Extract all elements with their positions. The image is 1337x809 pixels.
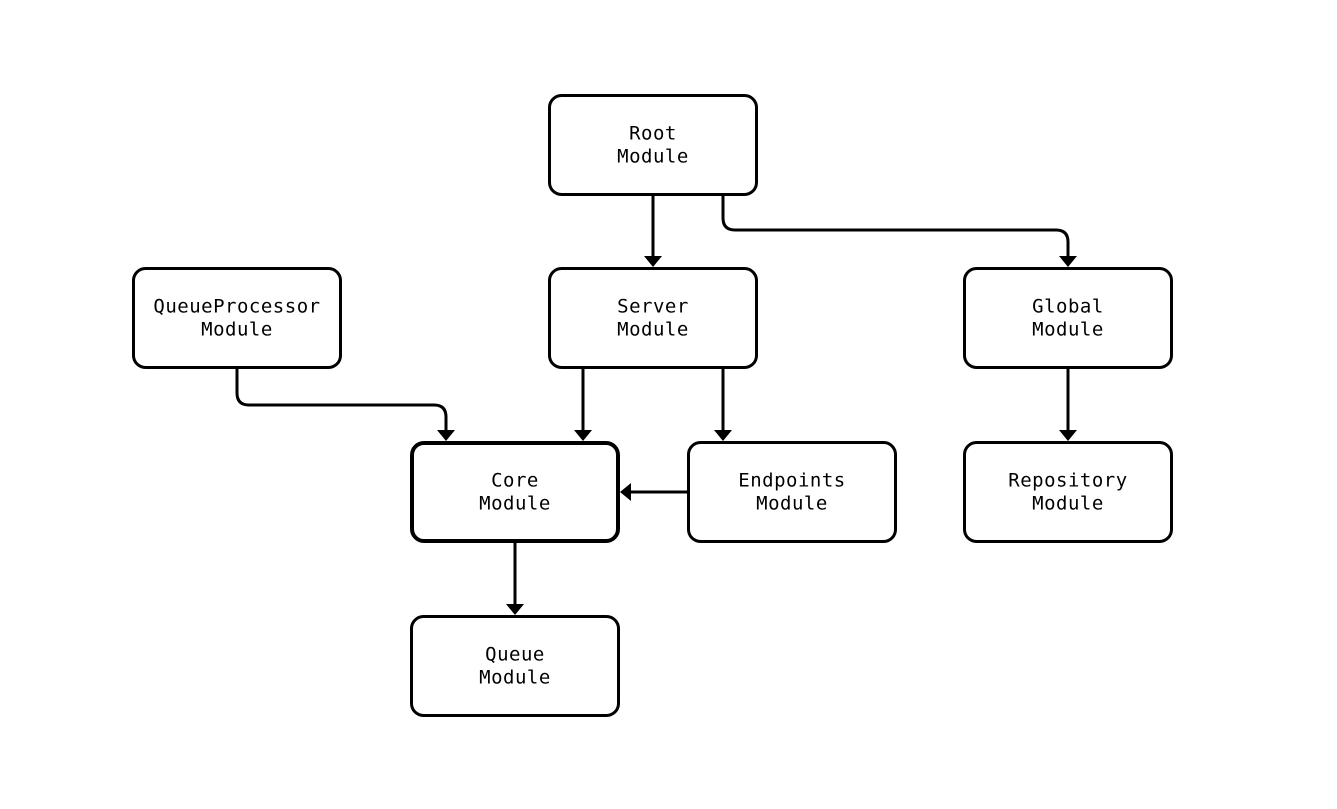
edge-server-to-endpoints [714,369,732,441]
nodes-layer: RootModuleQueueProcessorModuleServerModu… [132,94,1173,717]
edge-core-to-queue [506,543,524,615]
arrow-head-icon [437,430,455,441]
node-box [410,615,620,717]
node-label-primary: Repository [1008,470,1127,492]
arrow-head-icon [644,256,662,267]
arrow-head-icon [620,483,631,501]
node-label-primary: Core [491,470,539,492]
node-label-secondary: Module [1032,493,1104,515]
node-label-primary: QueueProcessor [153,296,320,318]
node-box [963,267,1173,369]
node-box [687,441,897,543]
node-label-secondary: Module [201,319,273,341]
edge-endpoints-to-core [620,483,687,501]
arrow-head-icon [714,430,732,441]
edge-line [721,196,1070,258]
arrow-head-icon [506,604,524,615]
edge-root-to-global [721,196,1077,267]
node-box [548,94,758,196]
edge-root-to-server [644,196,662,267]
edge-server-to-core [574,369,592,441]
edges-layer [235,196,1077,615]
node-label-primary: Endpoints [738,470,845,492]
node-box [410,441,620,543]
node-label-secondary: Module [479,493,551,515]
edge-line [235,369,448,432]
node-label-primary: Queue [485,644,545,666]
edge-queueprocessor-to-core [235,369,455,441]
node-label-secondary: Module [1032,319,1104,341]
node-label-primary: Root [629,123,677,145]
node-box [963,441,1173,543]
arrow-head-icon [574,430,592,441]
node-label-secondary: Module [479,667,551,689]
node-box [132,267,342,369]
node-label-primary: Global [1032,296,1104,318]
edge-global-to-repository [1059,369,1077,441]
node-label-secondary: Module [617,319,689,341]
arrow-head-icon [1059,430,1077,441]
arrow-head-icon [1059,256,1077,267]
node-label-primary: Server [617,296,689,318]
node-label-secondary: Module [617,146,689,168]
node-label-secondary: Module [756,493,828,515]
node-box [548,267,758,369]
